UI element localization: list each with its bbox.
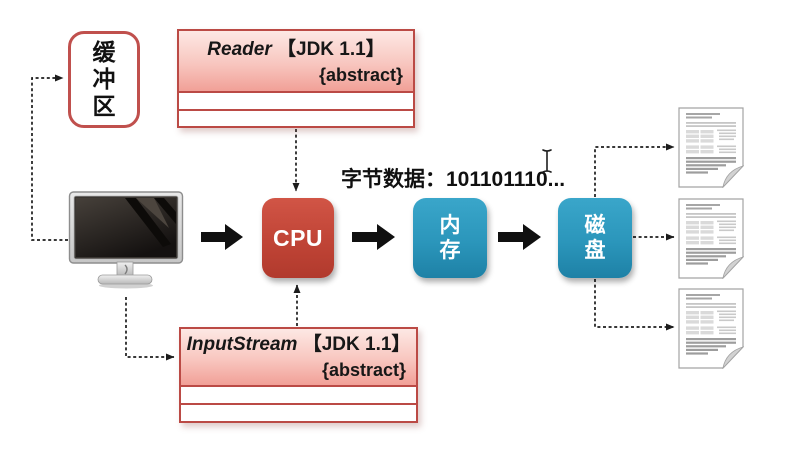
disk-char-2: 盘 (584, 239, 606, 262)
reader-class-box: Reader 【JDK 1.1】 {abstract} (177, 29, 415, 128)
disk-node: 磁 盘 (558, 198, 632, 278)
reader-class-header: Reader 【JDK 1.1】 {abstract} (179, 31, 413, 93)
buffer-char-2: 冲 (92, 66, 116, 92)
inputstream-class-name: InputStream (186, 334, 298, 355)
inputstream-stereotype: {abstract} (321, 360, 406, 380)
reader-class-name: Reader (207, 39, 272, 60)
cpu-label: CPU (272, 224, 324, 251)
buffer-char-3: 区 (92, 93, 116, 119)
byte-data-text: 字节数据：101101110... (341, 168, 566, 191)
reader-stereotype: {abstract} (318, 65, 403, 85)
connector-monitor-to-inputstream (125, 297, 175, 361)
text-ibeam-cursor-icon (542, 149, 552, 173)
document-file-icon (678, 288, 744, 369)
arrow-cpu-to-memory (352, 224, 395, 250)
computer-monitor-icon (68, 191, 184, 289)
inputstream-fields-row (181, 387, 416, 405)
memory-node: 内 存 (413, 198, 487, 278)
document-file-icon (678, 198, 744, 279)
reader-fields-row (179, 93, 413, 111)
memory-char-1: 内 (439, 214, 461, 237)
reader-jdk-version: 【JDK 1.1】 (277, 39, 385, 60)
memory-char-2: 存 (439, 239, 461, 262)
connector-monitor-to-buffer (31, 74, 68, 241)
disk-label: 磁 盘 (585, 213, 606, 263)
reader-class-title: Reader 【JDK 1.1】 (179, 37, 413, 63)
arrow-memory-to-disk (498, 224, 541, 250)
buffer-char-1: 缓 (92, 39, 116, 65)
disk-char-1: 磁 (584, 214, 606, 237)
inputstream-class-box: InputStream 【JDK 1.1】 {abstract} (179, 327, 418, 423)
buffer-label: 缓 冲 区 (93, 39, 116, 120)
connector-disk-to-doc1 (594, 143, 675, 197)
cpu-node: CPU (262, 198, 334, 278)
arrow-monitor-to-cpu (201, 224, 243, 250)
connector-disk-to-doc3 (594, 279, 675, 331)
document-file-icon (678, 107, 744, 188)
memory-label: 内 存 (440, 213, 461, 263)
inputstream-class-header: InputStream 【JDK 1.1】 {abstract} (181, 329, 416, 387)
inputstream-jdk-version: 【JDK 1.1】 (302, 334, 411, 355)
inputstream-class-title: InputStream 【JDK 1.1】 (181, 332, 416, 358)
buffer-box: 缓 冲 区 (68, 31, 140, 128)
